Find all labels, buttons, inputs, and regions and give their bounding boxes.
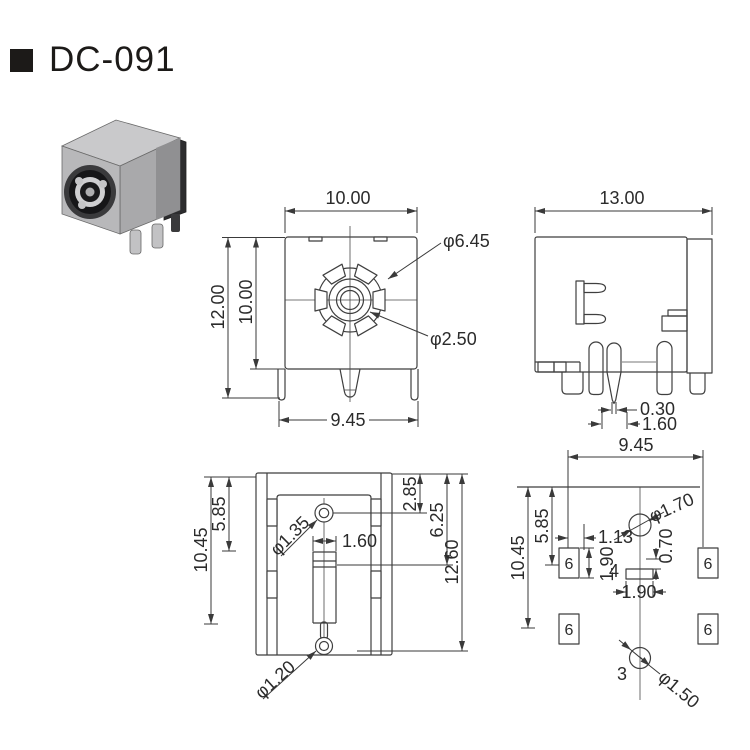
dim-front-height-outer: 12.00 (208, 284, 228, 329)
photo-pin-dark (171, 214, 180, 232)
dim-top-height-inner: 5.85 (209, 496, 229, 531)
top-upper-hole (314, 503, 334, 523)
side-step-block-top (667, 309, 688, 317)
solder-pad (697, 547, 719, 579)
dim-top-height-total: 12.60 (442, 539, 462, 584)
top-wall-tab (266, 498, 278, 527)
top-cavity (276, 494, 372, 655)
front-bottom-pin (339, 368, 361, 398)
front-barrel-opening (314, 263, 386, 337)
side-step-block (661, 315, 688, 332)
top-wall-tab (370, 570, 382, 599)
front-body-outline (284, 236, 418, 370)
side-center-pin-taper (606, 371, 622, 405)
top-slot (312, 551, 337, 568)
footprint-pin3-hole (628, 646, 652, 670)
front-left-leg (277, 369, 286, 401)
title-bullet-square (10, 48, 33, 72)
dim-front-bottom-width: 9.45 (330, 410, 365, 430)
dim-front-height-inner: 10.00 (236, 279, 256, 324)
dim-front-dia-pin: φ2.50 (430, 329, 477, 349)
side-view: 13.00 0.30 1.60 (534, 188, 713, 434)
top-view: 10.45 5.85 1.60 2.85 6.25 12.60 (191, 472, 468, 703)
footprint-center-pad (625, 568, 654, 580)
solder-pad (558, 547, 580, 579)
photo-pin (151, 223, 164, 249)
side-flange-foot (689, 373, 706, 395)
dim-footprint-dia-pin3: φ1.50 (655, 667, 704, 712)
dim-footprint-height-outer: 10.45 (508, 535, 528, 580)
dim-footprint-dia-center: φ1.70 (646, 489, 697, 526)
side-pin (588, 341, 604, 396)
part-number-title: DC-091 (49, 40, 176, 79)
dim-side-pin-tip: 0.30 (640, 399, 675, 419)
dim-side-width: 13.00 (599, 188, 644, 208)
dim-top-offset-upper: 2.85 (400, 476, 420, 511)
dim-top-slot-width: 1.60 (342, 531, 377, 551)
side-body-outline (534, 236, 688, 373)
side-pin (656, 340, 673, 396)
side-bottom-slat (553, 361, 567, 373)
solder-pad-number: 6 (704, 622, 713, 639)
front-top-notch (308, 236, 323, 242)
front-top-notch (373, 236, 388, 242)
product-photo (60, 119, 187, 255)
solder-pad-number: 6 (565, 622, 574, 639)
side-bottom-slat (537, 361, 555, 373)
dim-footprint-center-pad-width: 1.90 (621, 582, 656, 602)
dim-front-top-width: 10.00 (325, 188, 370, 208)
photo-contact-bump (78, 201, 86, 209)
front-view: 10.00 12.00 10.00 9.45 φ6.45 φ2.50 (208, 188, 490, 430)
top-lower-hole (314, 636, 334, 656)
header: DC-091 (10, 40, 176, 80)
photo-center-pin (85, 187, 95, 197)
photo-pin (129, 229, 142, 255)
dim-footprint-pad-gap: 0.70 (656, 528, 676, 563)
footprint-pin3-number: 3 (617, 664, 627, 684)
dim-top-dia-lower: φ1.20 (251, 656, 299, 702)
solder-pad-number: 6 (565, 556, 574, 573)
solder-pad (558, 613, 580, 645)
solder-pad (697, 613, 719, 645)
top-wall-tab (266, 570, 278, 599)
dim-top-offset-mid: 6.25 (427, 502, 447, 537)
side-c-cutout (575, 280, 607, 325)
solder-pad-number: 6 (704, 556, 713, 573)
footprint-center-pin-hole (628, 513, 652, 537)
dim-footprint-pad-offset: 1.13 (598, 527, 633, 547)
dim-footprint-width: 9.45 (618, 435, 653, 455)
photo-contact-bump (75, 177, 83, 185)
dim-side-pin-width: 1.60 (642, 414, 677, 434)
front-right-leg (410, 369, 419, 401)
dim-top-height-outer: 10.45 (191, 527, 211, 572)
photo-contact-bump (99, 180, 107, 188)
photo-right-shade (156, 138, 180, 220)
footprint-view: 9.45 10.45 5.85 φ1.70 1.13 (508, 435, 719, 712)
footprint-center-pad-number: 4 (609, 561, 619, 581)
side-stub-leg (561, 372, 584, 395)
dim-footprint-pad-height: 1.90 (597, 546, 617, 581)
side-flange (686, 238, 713, 374)
dim-footprint-height-inner: 5.85 (532, 508, 552, 543)
dim-front-dia-ring: φ6.45 (443, 231, 490, 251)
footprint-shield-pads: 6 6 6 6 (558, 547, 719, 645)
side-center-pin-top (606, 342, 622, 372)
